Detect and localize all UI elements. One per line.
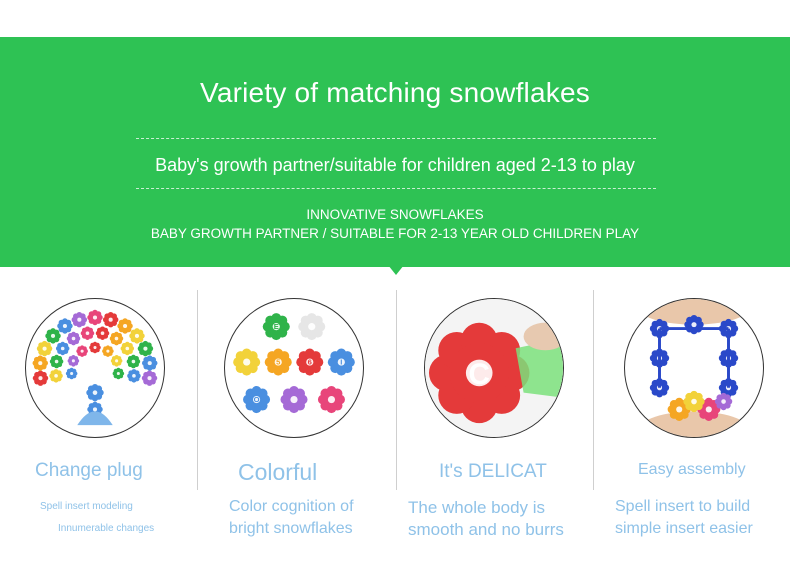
banner-title: Variety of matching snowflakes [200, 77, 590, 108]
feature-desc-easy-assembly: Spell insert to build simple insert easi… [615, 496, 753, 540]
piece-letter: C [469, 358, 490, 391]
colorful-snowflakes-illustration: E 5 6 I O [233, 313, 355, 414]
feature-title-colorful: Colorful [238, 459, 318, 485]
feature-desc-easy-assembly-line1: Spell insert to build [615, 498, 751, 515]
snowflake-green: E [262, 313, 290, 341]
snowflake-blue: I [327, 348, 355, 376]
delicate-piece-image: C [424, 298, 564, 438]
dashed-divider-top [136, 138, 656, 139]
banner-pointer-arrow [388, 265, 404, 275]
feature-desc-delicate: The whole body is smooth and no burrs [408, 497, 564, 541]
feature-desc-colorful: Color cognition of bright snowflakes [229, 496, 354, 540]
snowflake-red: 6 [296, 348, 324, 376]
peacock-snowflake [112, 367, 125, 380]
peacock-snowflake [110, 355, 123, 367]
peacock-body-snowflake [86, 383, 104, 402]
peacock-snowflake [76, 345, 88, 357]
feature-title-change-plug: Change plug [35, 460, 143, 481]
peacock-snowflake [129, 328, 145, 344]
feature-desc-easy-assembly-line2: simple insert easier [615, 520, 753, 537]
snowflake-orange: 5 [264, 348, 292, 376]
peacock-snowflake [49, 369, 63, 383]
feature-desc-change-plug-line2: Innumerable changes [58, 523, 155, 534]
peacock-snowflake [89, 341, 101, 354]
peacock-snowflake [55, 341, 70, 356]
snowflake-letter: I [340, 358, 342, 367]
peacock-snowflake [71, 311, 88, 328]
peacock-snowflake [66, 331, 81, 346]
peacock-snowflake [126, 354, 141, 369]
peacock-snowflake [137, 340, 154, 357]
peacock-snowflake [120, 341, 135, 356]
peacock-snowflake [102, 345, 114, 357]
peacock-snowflake [141, 370, 158, 386]
snowflake-letter: O [254, 395, 260, 404]
peacock-snowflake [127, 369, 141, 383]
delicate-piece-illustration: C [425, 299, 563, 437]
feature-title-easy-assembly: Easy assembly [638, 461, 746, 478]
feature-desc-colorful-line1: Color cognition of [229, 498, 354, 515]
peacock-snowflake [87, 309, 103, 326]
feature-title-delicate: It's DELICAT [439, 461, 547, 482]
feature-desc-delicate-line2: smooth and no burrs [408, 520, 564, 539]
peacock-snowflake [67, 355, 80, 367]
peacock-snowflake [32, 355, 49, 371]
banner-caption-line2: BABY GROWTH PARTNER / SUITABLE FOR 2-13 … [150, 226, 640, 241]
snowflake-white [298, 313, 326, 341]
peacock-snowflake [36, 340, 53, 357]
peacock-snowflake [45, 328, 61, 344]
column-divider-2 [396, 290, 397, 490]
colorful-snowflakes-image: E 5 6 I O [224, 298, 364, 438]
peacock-snowflake [141, 355, 158, 371]
assembly-snowflake [684, 314, 704, 335]
peacock-snowflake [32, 370, 49, 386]
peacock-snowflake [57, 318, 73, 334]
snowflake-purple [280, 386, 308, 414]
feature-desc-colorful-line2: bright snowflakes [229, 520, 353, 537]
assembly-snowflake-orange [667, 397, 691, 421]
peacock-snowflake [80, 326, 95, 340]
peacock-snowflake [95, 326, 110, 340]
peacock-model-image [25, 298, 165, 438]
header-banner: Variety of matching snowflakes Baby's gr… [0, 37, 790, 267]
peacock-snowflake [102, 311, 119, 328]
peacock-snowflake-illustration [32, 309, 158, 426]
banner-subtitle: Baby's growth partner/suitable for child… [155, 155, 635, 175]
banner-caption-line1: INNOVATIVE SNOWFLAKES [306, 207, 484, 222]
assembly-illustration [639, 299, 749, 437]
peacock-stand [77, 411, 113, 426]
dashed-divider-bottom [136, 188, 656, 189]
red-snowflake-closeup [428, 322, 530, 424]
snowflake-letter: E [274, 322, 279, 331]
snowflake-lightblue: O [243, 386, 271, 414]
column-divider-1 [197, 290, 198, 490]
feature-desc-delicate-line1: The whole body is [408, 498, 546, 517]
snowflake-letter: 6 [308, 358, 312, 367]
column-divider-3 [593, 290, 594, 490]
peacock-snowflake [117, 318, 133, 334]
peacock-snowflake [65, 367, 78, 380]
assembly-snowflake [649, 318, 670, 339]
assembly-snowflake [649, 378, 670, 398]
snowflake-letter: 5 [276, 358, 280, 367]
assembly-snowflake-yellow [683, 390, 705, 413]
feature-desc-change-plug-line1: Spell insert modeling [40, 501, 133, 512]
hands-top [639, 299, 749, 325]
peacock-snowflake [49, 354, 64, 369]
assembly-snowflake [718, 378, 739, 398]
hands-bottom [639, 411, 749, 437]
green-piece [515, 338, 563, 398]
assembly-snowflake-purple [714, 392, 733, 411]
assembly-snowflake-pink [697, 397, 721, 421]
peacock-snowflake [109, 331, 124, 346]
snowflake-pink [317, 386, 345, 414]
snowflake-yellow [233, 348, 261, 376]
assembly-image [624, 298, 764, 438]
